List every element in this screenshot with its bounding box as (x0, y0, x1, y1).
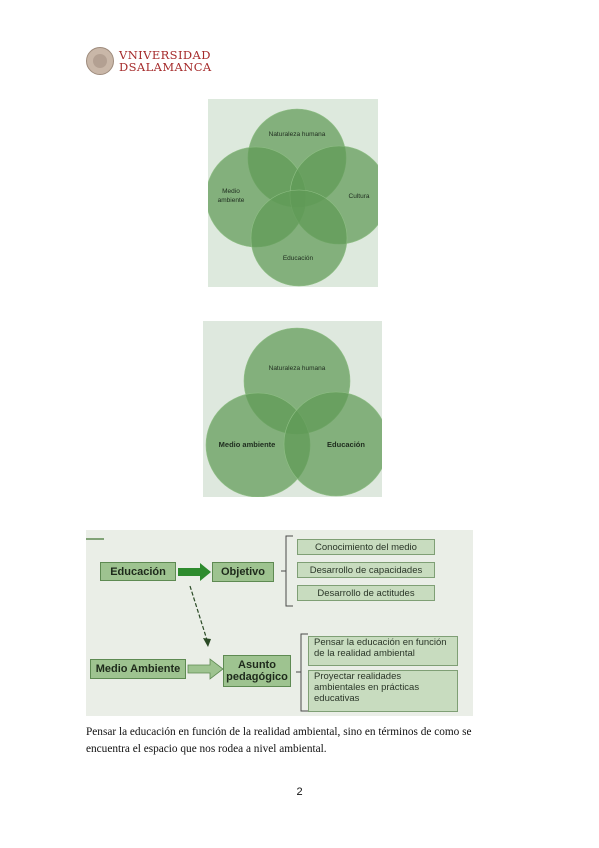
asunto-line-2: pedagógico (226, 671, 288, 683)
arrow-to-objetivo (178, 563, 211, 581)
objetivo-box: Objetivo (212, 562, 274, 582)
bracket-objetivos (281, 535, 293, 607)
asunto-item-2: Proyectar realidades ambientales en prác… (308, 670, 458, 712)
asunto-item-1-line-2: de la realidad ambiental (314, 648, 415, 659)
objetivo-item-3: Desarrollo de actitudes (297, 585, 435, 601)
asunto-item-1-line-1: Pensar la educación en función (314, 637, 447, 648)
university-name: VNIVERSIDAD DSALAMANCA (119, 49, 212, 73)
logo-line-2: DSALAMANCA (119, 60, 212, 74)
label-educacion: Educación (327, 440, 365, 449)
label-naturaleza: Naturaleza humana (269, 365, 326, 372)
university-logo: VNIVERSIDAD DSALAMANCA (86, 45, 212, 77)
label-cultura: Cultura (349, 193, 370, 200)
page-number: 2 (296, 786, 303, 798)
circle-educacion (250, 189, 348, 287)
label-medio-2: ambiente (218, 197, 245, 204)
body-paragraph: Pensar la educación en función de la rea… (86, 724, 516, 758)
objetivo-item-1: Conocimiento del medio (297, 539, 435, 555)
asunto-item-2-line-3: educativas (314, 693, 360, 704)
paragraph-line-1: Pensar la educación en función de la rea… (86, 726, 472, 738)
label-naturaleza: Naturaleza humana (269, 131, 326, 138)
venn-diagram-four-circles: Naturaleza humana Medio ambiente Cultura… (208, 99, 378, 287)
arrow-to-asunto (187, 658, 224, 680)
logo-line-1: VNIVERSIDAD (119, 48, 211, 62)
asunto-item-2-line-2: ambientales en prácticas (314, 682, 420, 693)
label-medio-1: Medio (222, 188, 240, 195)
objetivo-item-2: Desarrollo de capacidades (297, 562, 435, 578)
label-medio-ambiente: Medio ambiente (219, 440, 276, 449)
asunto-pedagogico-box: Asunto pedagógico (223, 655, 291, 687)
medio-ambiente-box: Medio Ambiente (90, 659, 186, 679)
venn-diagram-three-circles: Naturaleza humana Medio ambiente Educaci… (203, 321, 382, 497)
asunto-item-1: Pensar la educación en función de la rea… (308, 636, 458, 666)
education-environment-flow-diagram: Educación Objetivo Medio Ambiente Asunto… (86, 530, 473, 716)
educacion-box: Educación (100, 562, 176, 581)
arrow-objetivo-to-asunto (189, 585, 208, 641)
asunto-line-1: Asunto (238, 659, 276, 671)
paragraph-line-2: encuentra el espacio que nos rodea a niv… (86, 743, 327, 755)
university-seal-icon (86, 47, 114, 75)
circle-educacion (283, 391, 382, 497)
asunto-item-2-line-1: Proyectar realidades (314, 671, 402, 682)
label-educacion: Educación (283, 255, 314, 262)
bracket-asunto (296, 633, 308, 712)
